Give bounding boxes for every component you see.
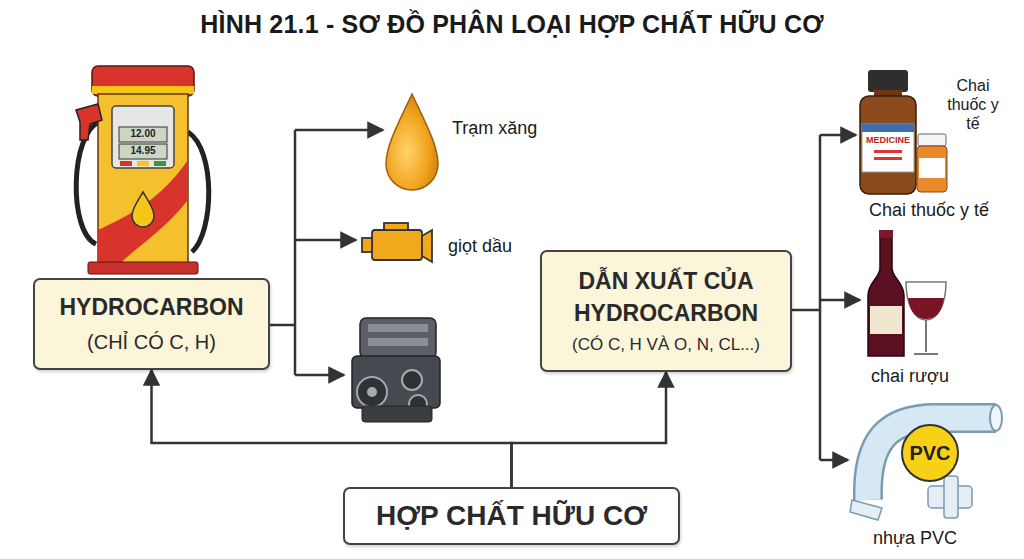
branch-lines	[270, 130, 860, 460]
image-label: Chai thuốc y tế	[835, 200, 1023, 222]
pump-button	[137, 161, 149, 166]
engine-cover	[360, 318, 436, 358]
engine-pulley	[402, 370, 422, 390]
image-label: nhựa PVC	[840, 528, 990, 550]
wine-bottle-label	[870, 306, 902, 334]
pvc-badge-text: PVC	[898, 441, 962, 465]
box-heading: HYDROCARBON	[60, 292, 244, 323]
connector-arrow	[152, 370, 512, 487]
pump-nozzle	[76, 104, 102, 140]
image-label: giọt dầu	[448, 236, 548, 258]
connector-arrow	[512, 372, 667, 487]
small-bottle-cap	[918, 134, 946, 146]
bottle-body	[860, 96, 916, 194]
branch-line	[270, 324, 295, 327]
bottle-text: MEDICINE	[862, 135, 914, 146]
branch-arrow	[820, 459, 848, 462]
bottle-cap	[868, 70, 908, 92]
box-heading: HỢP CHẤT HỮU CƠ	[376, 499, 647, 533]
pump-button	[120, 161, 132, 166]
pump-price: 14.95	[117, 145, 169, 157]
branch-arrow	[295, 129, 383, 132]
bottle-label-band	[862, 124, 914, 132]
wine-bottle	[868, 232, 904, 356]
box-heading: DẪN XUẤT CỦA HYDROCARBON	[546, 265, 786, 329]
pvc-pipe	[850, 405, 1002, 520]
bottle-label-line	[874, 157, 902, 160]
pump-hose	[188, 132, 209, 252]
wine-glass-stem	[914, 320, 938, 354]
branch-line	[294, 130, 297, 375]
small-bottle-label	[919, 158, 945, 178]
pump-base	[88, 262, 198, 274]
pump-button	[154, 161, 166, 166]
pump-drop-icon	[132, 192, 154, 227]
branch-arrow	[820, 299, 860, 302]
box-body: (CHỈ CÓ C, H)	[87, 329, 216, 356]
branch-line	[792, 309, 820, 312]
engine-fin	[368, 338, 428, 346]
image-label: Chai thuốc y tế	[946, 76, 1000, 134]
pump-display	[112, 106, 174, 168]
engine-icon	[362, 223, 432, 262]
pump-top	[92, 66, 194, 96]
engine-pulley	[367, 387, 377, 397]
box-body: (CÓ C, H VÀ O, N, CL...)	[572, 333, 760, 357]
wine-bottle-top	[879, 230, 893, 238]
medicine-bottles	[860, 70, 947, 194]
wine-bottle-and-glass	[868, 230, 946, 356]
wine-glass-bowl	[906, 282, 946, 320]
pump-body	[98, 94, 188, 264]
root-box: HỢP CHẤT HỮU CƠ	[343, 487, 680, 545]
engine-icon-side	[362, 238, 372, 252]
image-label: Trạm xăng	[452, 118, 562, 140]
oil-drop	[386, 94, 438, 190]
small-bottle-body	[917, 146, 947, 192]
engine-icon-side	[422, 230, 432, 262]
pump-swoosh	[98, 160, 188, 264]
wine	[908, 298, 944, 319]
engine-pulley	[357, 377, 387, 407]
gas-pump-illustration	[76, 66, 209, 274]
category-box: DẪN XUẤT CỦA HYDROCARBON (CÓ C, H VÀ O, N…	[540, 250, 792, 372]
engine-block	[352, 318, 440, 422]
pipe-piece	[850, 500, 882, 520]
branch-arrow	[820, 134, 856, 137]
engine-icon-top	[384, 223, 408, 230]
branch-line	[819, 135, 822, 460]
bottle-label-line	[874, 150, 902, 153]
engine-icon-body	[372, 230, 422, 260]
pump-price: 12.00	[117, 128, 169, 140]
category-box: HYDROCARBON (CHỈ CÓ C, H)	[33, 278, 270, 370]
pump-stripe	[92, 86, 194, 94]
pipe-end	[990, 405, 1002, 431]
branch-arrow	[295, 374, 344, 377]
engine-fin	[368, 324, 428, 332]
engine-pan	[362, 406, 432, 422]
bottle-label	[862, 124, 914, 172]
branch-arrow	[295, 239, 356, 242]
image-label: chai rượu	[850, 366, 970, 388]
diagram-title: HÌNH 21.1 - SƠ ĐỒ PHÂN LOẠI HỢP CHẤT HỮU…	[0, 10, 1024, 39]
pipe-fitting	[944, 476, 958, 518]
